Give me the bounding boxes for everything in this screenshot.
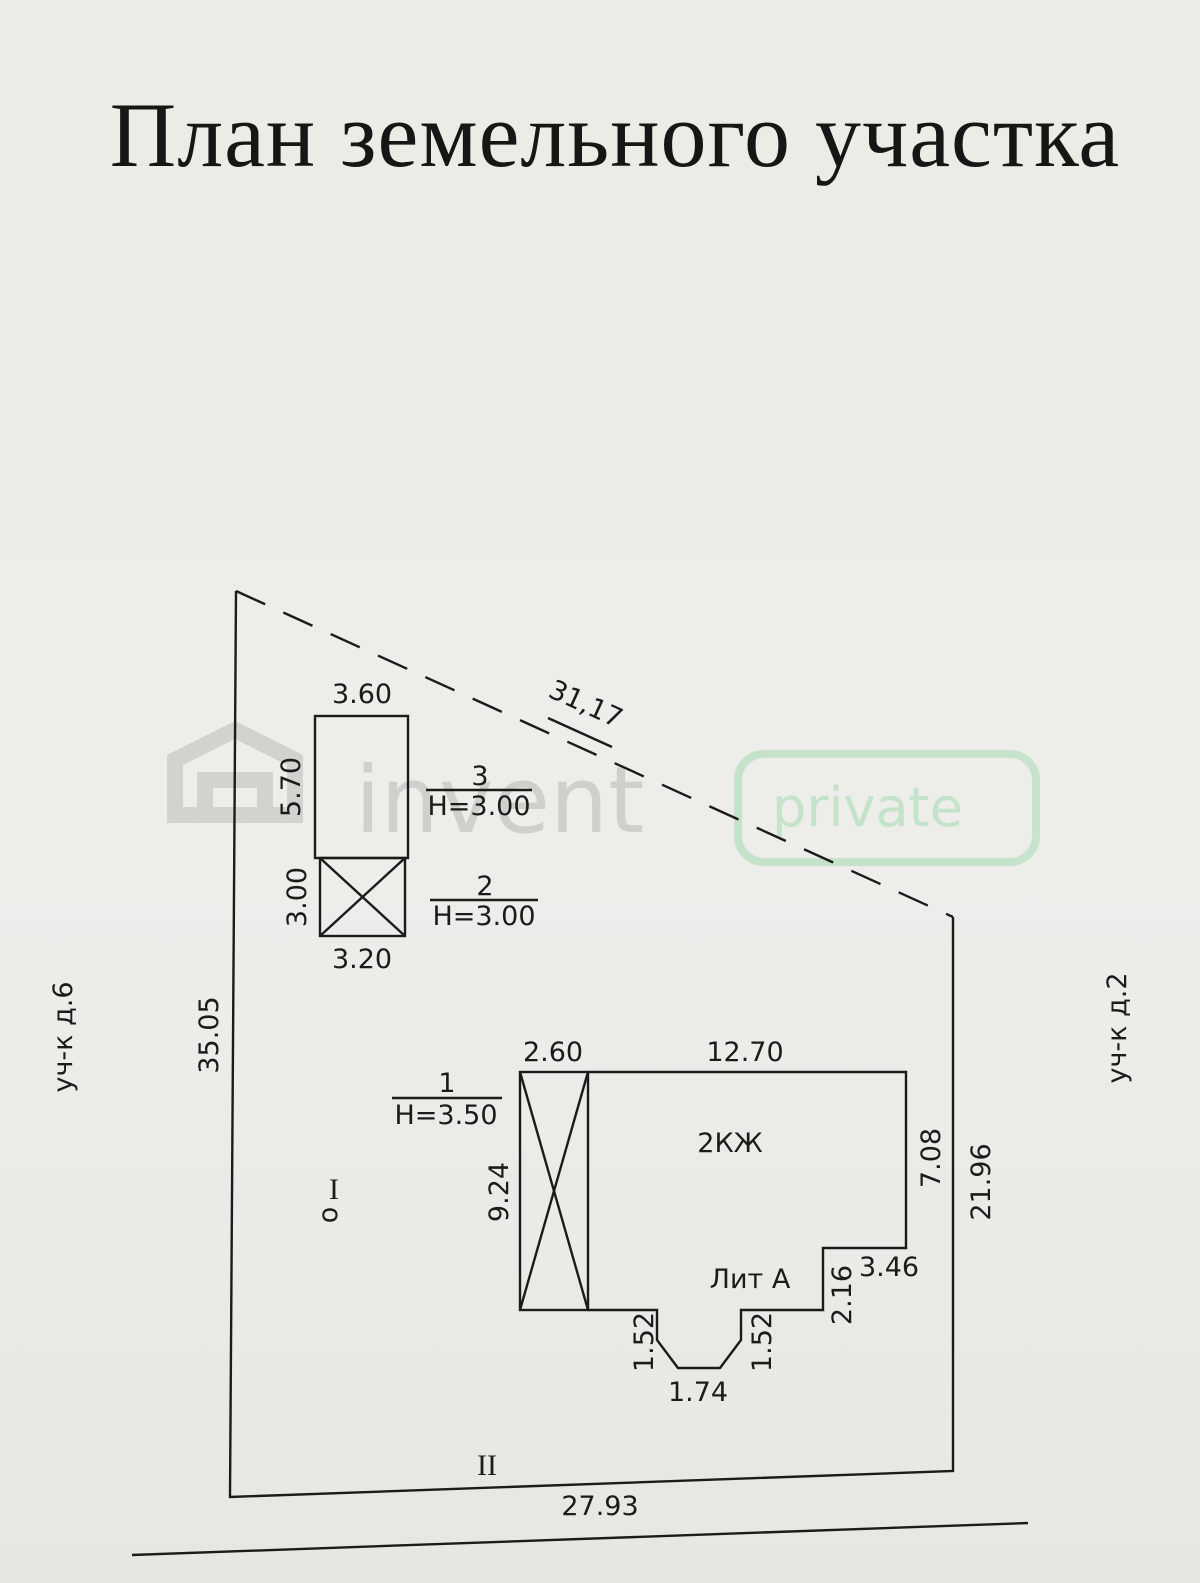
neighbor-right-label: уч-к д.2 <box>1102 973 1133 1084</box>
building-3-height: 5.70 <box>276 757 307 817</box>
building-2-width: 3.20 <box>332 944 392 975</box>
page-title: План земельного участка <box>109 84 1121 186</box>
watermark-brand: invent <box>355 747 644 854</box>
house-bay-bottom: 1.74 <box>668 1377 728 1408</box>
building-1-height: 9.24 <box>484 1162 515 1222</box>
building-3-width: 3.60 <box>332 679 392 710</box>
house-bay-left: 1.52 <box>629 1312 660 1372</box>
building-3-height-label: H=3.00 <box>427 791 530 822</box>
building-1-number: 1 <box>438 1068 455 1099</box>
building-2-height: 3.00 <box>282 867 313 927</box>
watermark-tag: private <box>772 776 963 839</box>
building-1-width: 2.60 <box>523 1037 583 1068</box>
dim-top-underline <box>547 716 613 749</box>
well-mark: I <box>329 1173 339 1206</box>
house-material: 2КЖ <box>697 1128 762 1159</box>
building-1-height-label: H=3.50 <box>394 1100 497 1131</box>
dim-left-side: 35.05 <box>194 996 225 1073</box>
dim-bottom-side: 27.93 <box>561 1491 638 1522</box>
house-liter: Лит А <box>710 1264 791 1295</box>
house-lit-a <box>588 1070 908 1370</box>
house-right-height: 7.08 <box>916 1128 947 1188</box>
house-bay-right: 1.52 <box>747 1312 778 1372</box>
house-step-width: 3.46 <box>859 1252 919 1283</box>
well-icon: o <box>313 1207 344 1224</box>
building-2-number: 2 <box>476 871 493 902</box>
street-line <box>131 1521 1029 1557</box>
house-width: 12.70 <box>706 1037 783 1068</box>
building-2-height-label: H=3.00 <box>432 901 535 932</box>
watermark-badge <box>734 750 1040 866</box>
building-2 <box>318 856 407 938</box>
bottom-boundary-mark: II <box>477 1449 497 1482</box>
building-1 <box>518 1070 590 1312</box>
building-3-number: 3 <box>471 761 488 792</box>
house-step-height: 2.16 <box>827 1265 858 1325</box>
dim-right-side: 21.96 <box>966 1143 997 1220</box>
plot-boundary <box>228 589 955 1499</box>
dim-top-side: 31,17 <box>544 674 627 734</box>
neighbor-left-label: уч-к д.6 <box>48 982 79 1093</box>
